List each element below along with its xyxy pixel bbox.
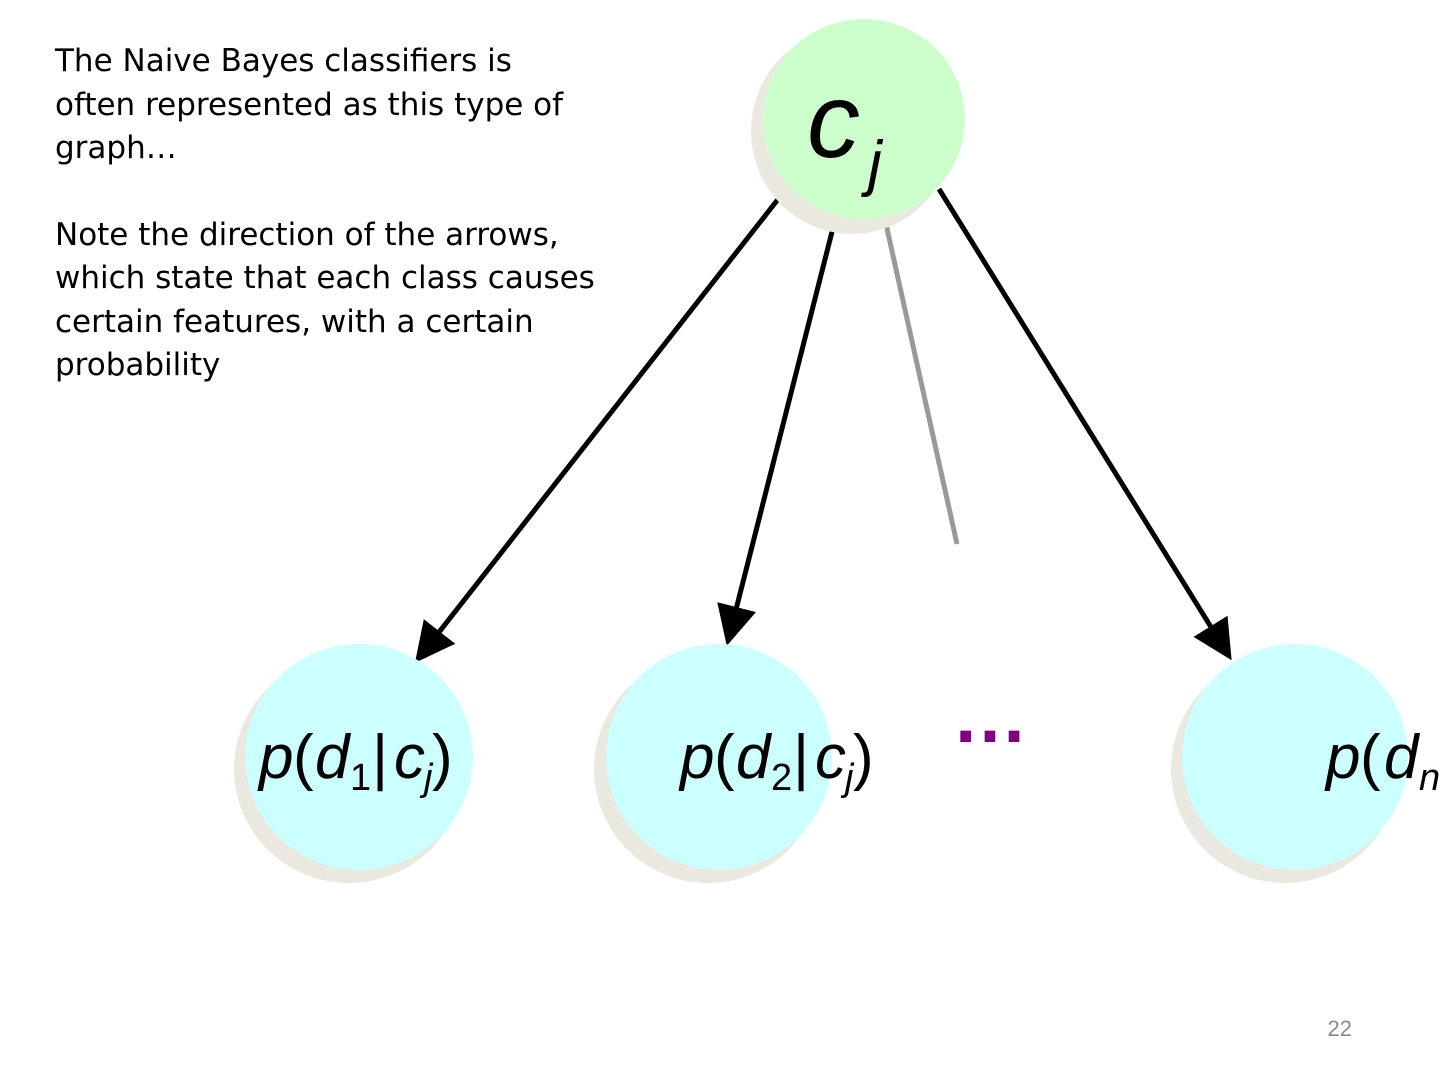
f2-var: d (736, 723, 773, 792)
feature-node-2-label: p(d2|cj) (678, 723, 874, 799)
f1-cvar: c (394, 723, 425, 792)
f2-bar: | (793, 723, 809, 792)
f1-sub: 1 (350, 757, 371, 799)
edge-class-to-feature-n (936, 187, 1232, 661)
f1-bar: | (372, 723, 388, 792)
intro-text: The Naive Bayes classifiers is often rep… (55, 40, 595, 431)
feature-node-1-label: p(d1|cj) (257, 723, 453, 799)
feature-node-2-circle (606, 644, 832, 870)
fn-var: d (1384, 723, 1421, 792)
f2-cvar: c (815, 723, 846, 792)
page-number: 22 (1327, 1016, 1352, 1041)
f1-open: ( (293, 723, 314, 792)
feature-node-2: p(d2|cj) (594, 644, 874, 883)
feature-node-n-circle (1182, 644, 1408, 870)
edge-class-to-feature-1 (414, 187, 788, 663)
edge-class-to-feature-2 (717, 219, 838, 646)
f2-sub: 2 (771, 757, 792, 799)
f2-close: ) (853, 723, 874, 792)
edge-class-faded (883, 223, 960, 545)
intro-paragraph-2: Note the direction of the arrows, which … (55, 216, 595, 384)
class-var: c (807, 62, 860, 180)
f2-open: ( (714, 723, 735, 792)
feature-node-n-label: p(dn (1324, 723, 1440, 799)
fn-p: p (1324, 723, 1360, 792)
feature-node-1: p(d1|cj) (234, 644, 473, 883)
ellipsis: … (952, 674, 1028, 759)
fn-sub: n (1419, 757, 1440, 799)
intro-paragraph-1: The Naive Bayes classifiers is often rep… (55, 43, 564, 166)
feature-node-n: p(dn (1171, 644, 1440, 883)
class-node-circle (763, 19, 965, 219)
f1-var: d (315, 723, 352, 792)
f1-p: p (257, 723, 293, 792)
fn-open: ( (1360, 723, 1381, 792)
f1-close: ) (432, 723, 453, 792)
feature-node-1-circle (245, 644, 473, 870)
f2-p: p (678, 723, 714, 792)
